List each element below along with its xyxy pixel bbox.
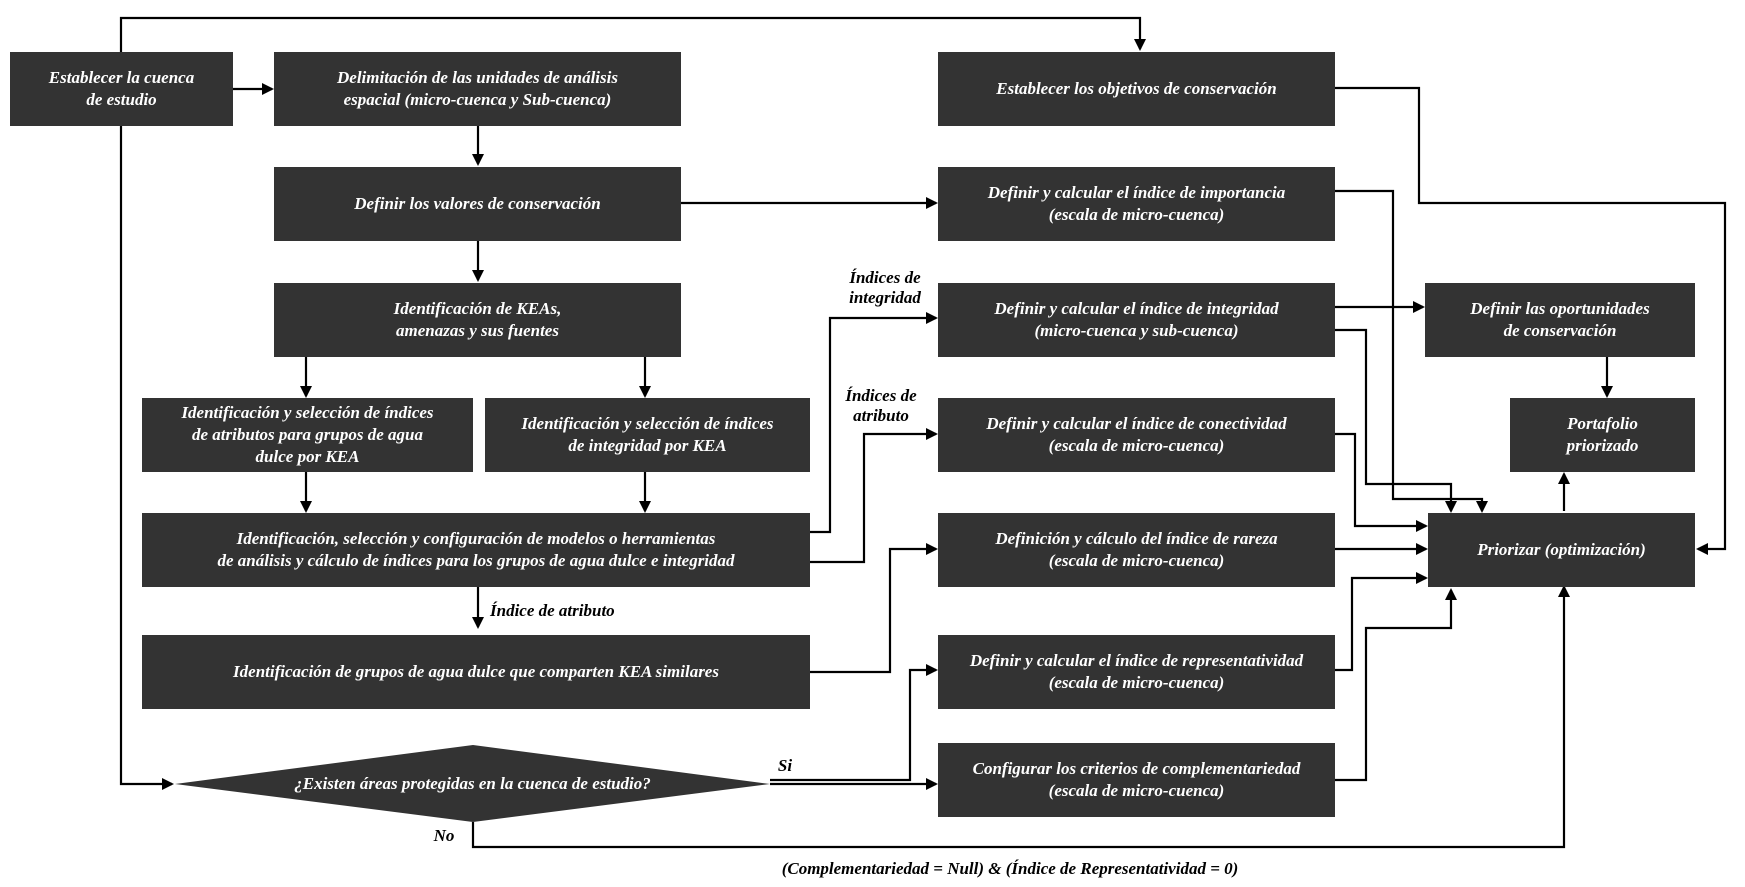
arrow-conectividad-priorizar: [1335, 432, 1428, 532]
label-si: Si: [777, 756, 793, 775]
label-indices-integridad: Índices de integridad: [849, 268, 921, 307]
node-seleccion-atributos: Identificación y selección de índices de…: [142, 398, 473, 472]
node-establecer-cuenca: Establecer la cuenca de estudio: [10, 52, 233, 126]
arrow-no-priorizar: [471, 585, 1570, 849]
arrow-modelos-integridad: [810, 312, 938, 534]
node-indice-importancia: Definir y calcular el índice de importan…: [938, 167, 1335, 241]
label-indices-atributo: Índices de atributo: [845, 386, 917, 425]
node-modelos: Identificación, selección y configuració…: [142, 513, 810, 587]
node-indice-rareza: Definición y cálculo del índice de rarez…: [938, 513, 1335, 587]
node-indice-representatividad: Definir y calcular el índice de represen…: [938, 635, 1335, 709]
node-complementariedad: Configurar los criterios de complementar…: [938, 743, 1335, 817]
arrow-objetivos-priorizar: [1335, 86, 1727, 555]
node-grupos-agua-dulce: Identificación de grupos de agua dulce q…: [142, 635, 810, 709]
node-portafolio: Portafolio priorizado: [1510, 398, 1695, 472]
label-indice-atributo: Índice de atributo: [490, 601, 615, 620]
label-no: No: [433, 826, 455, 845]
label-footnote: (Complementariedad = Null) & (Índice de …: [781, 859, 1239, 878]
node-indice-conectividad: Definir y calcular el índice de conectiv…: [938, 398, 1335, 472]
node-indice-integridad: Definir y calcular el índice de integrid…: [938, 283, 1335, 357]
arrow-importancia-priorizar: [1335, 189, 1488, 513]
node-objetivos: Establecer los objetivos de conservación: [938, 52, 1335, 126]
node-oportunidades: Definir las oportunidades de conservació…: [1425, 283, 1695, 357]
node-delimitacion: Delimitación de las unidades de análisis…: [274, 52, 681, 126]
arrow-integridad-priorizar: [1335, 328, 1457, 513]
arrow-modelos-conectividad: [810, 428, 938, 564]
arrow-cuenca-objetivos: [119, 16, 1146, 52]
arrow-representatividad-priorizar: [1335, 572, 1428, 672]
arrow-complementariedad-priorizar: [1335, 588, 1457, 782]
arrow-si-representatividad: [770, 664, 938, 782]
decision-text: ¿Existen áreas protegidas en la cuenca d…: [294, 774, 651, 793]
node-keas: Identificación de KEAs, amenazas y sus f…: [274, 283, 681, 357]
decision-diamond: [175, 745, 770, 822]
node-priorizar: Priorizar (optimización): [1428, 513, 1695, 587]
node-valores-conservacion: Definir los valores de conservación: [274, 167, 681, 241]
arrow-cuenca-decision: [119, 126, 174, 790]
node-seleccion-integridad: Identificación y selección de índices de…: [485, 398, 810, 472]
arrow-grupos-rareza: [810, 543, 938, 674]
